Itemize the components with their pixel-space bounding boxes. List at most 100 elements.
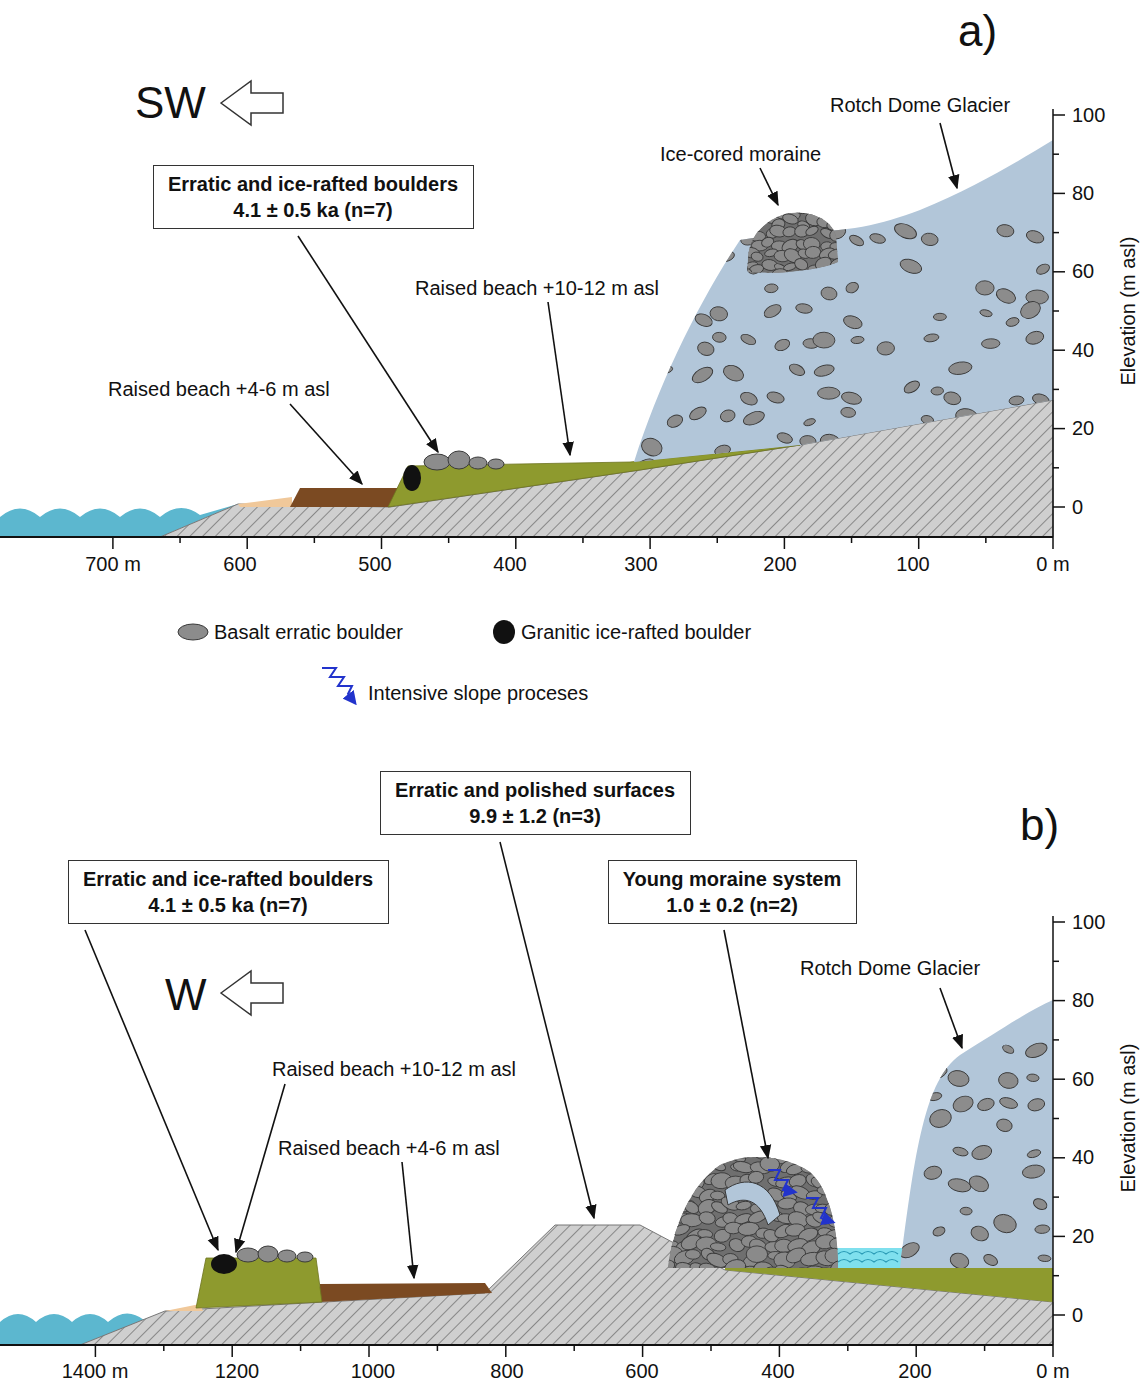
clast bbox=[951, 1093, 976, 1115]
clast bbox=[798, 270, 816, 283]
clast bbox=[991, 1212, 1018, 1236]
clast bbox=[665, 413, 684, 430]
clast bbox=[1019, 454, 1045, 478]
clast bbox=[830, 201, 849, 217]
axis-tick-label: 80 bbox=[1072, 989, 1094, 1012]
feature-label: Ice-cored moraine bbox=[660, 143, 821, 166]
box-age: 1.0 ± 0.2 (n=2) bbox=[621, 892, 844, 918]
axis-tick-label: 1400 m bbox=[62, 1360, 129, 1383]
clast bbox=[749, 271, 765, 284]
clast bbox=[820, 269, 834, 281]
tick bbox=[381, 537, 383, 549]
axis-tick-label: 0 bbox=[1072, 1304, 1083, 1327]
box-age: 9.9 ± 1.2 (n=3) bbox=[393, 803, 678, 829]
tick bbox=[915, 1345, 917, 1357]
clast bbox=[638, 252, 656, 268]
clast bbox=[764, 283, 778, 293]
clast bbox=[840, 407, 856, 419]
clast bbox=[762, 302, 783, 320]
clast bbox=[842, 313, 864, 331]
clast bbox=[813, 255, 833, 272]
tick bbox=[1053, 193, 1065, 195]
clast bbox=[634, 456, 657, 475]
clast bbox=[794, 1268, 811, 1278]
feature-label: Raised beach +4-6 m asl bbox=[108, 378, 330, 401]
clast bbox=[737, 266, 754, 282]
clast bbox=[1031, 392, 1050, 407]
tick bbox=[1053, 310, 1059, 312]
clast bbox=[793, 256, 810, 272]
tick bbox=[710, 1345, 712, 1351]
tick bbox=[246, 537, 248, 549]
clast bbox=[698, 1210, 716, 1225]
clast bbox=[1009, 395, 1025, 406]
clast bbox=[848, 233, 866, 248]
clast bbox=[955, 1039, 973, 1053]
panel-label: W bbox=[165, 970, 207, 1021]
dating-box: Erratic and ice-rafted boulders4.1 ± 0.5… bbox=[153, 165, 474, 229]
tick bbox=[649, 537, 651, 549]
axis-tick-label: 0 m bbox=[1036, 1360, 1069, 1383]
tick bbox=[1053, 153, 1059, 155]
clast bbox=[780, 273, 798, 287]
clast bbox=[637, 334, 652, 345]
clast bbox=[927, 1091, 942, 1101]
clast bbox=[801, 1163, 817, 1173]
tick bbox=[642, 1345, 644, 1357]
axis-tick-label: 400 bbox=[493, 553, 526, 576]
axis-tick-label: 100 bbox=[1072, 911, 1105, 934]
clast bbox=[975, 280, 994, 295]
clast bbox=[658, 1198, 683, 1218]
panel-label: a) bbox=[958, 6, 997, 57]
clast bbox=[736, 1146, 756, 1159]
clast bbox=[698, 1147, 719, 1164]
axis-tick-label: 200 bbox=[898, 1360, 931, 1383]
clast bbox=[762, 273, 777, 284]
clast bbox=[869, 232, 887, 245]
clast bbox=[696, 340, 716, 357]
clast bbox=[749, 204, 765, 214]
clast bbox=[932, 1225, 947, 1237]
clast bbox=[844, 280, 860, 294]
clast bbox=[739, 390, 760, 407]
clast bbox=[712, 332, 726, 343]
tick bbox=[779, 1345, 781, 1357]
axis-line bbox=[1052, 109, 1054, 537]
clast bbox=[722, 1257, 748, 1279]
axis-tick-label: 0 bbox=[1072, 496, 1083, 519]
axis-tick-label: 700 m bbox=[85, 553, 141, 576]
tick bbox=[1053, 1314, 1065, 1316]
clast bbox=[813, 332, 836, 349]
box-age: 4.1 ± 0.5 ka (n=7) bbox=[81, 892, 376, 918]
clast bbox=[772, 268, 789, 280]
clast bbox=[931, 387, 944, 396]
clast bbox=[1001, 1043, 1015, 1055]
clast bbox=[773, 1263, 795, 1281]
clast bbox=[817, 1185, 833, 1196]
clast bbox=[920, 232, 939, 247]
clast bbox=[923, 1164, 943, 1181]
clast bbox=[1027, 1097, 1046, 1113]
clast bbox=[933, 313, 946, 320]
clast bbox=[692, 260, 719, 283]
clast bbox=[899, 438, 915, 450]
tick bbox=[231, 1345, 233, 1357]
clast bbox=[716, 1267, 733, 1280]
clast bbox=[818, 1145, 839, 1162]
clast bbox=[1024, 1040, 1049, 1060]
tick bbox=[717, 537, 719, 543]
clast bbox=[902, 379, 921, 396]
clast bbox=[762, 1266, 781, 1282]
clast bbox=[1024, 329, 1045, 346]
clast bbox=[804, 1265, 827, 1278]
clast bbox=[947, 1069, 971, 1089]
tick bbox=[515, 537, 517, 549]
tick bbox=[1053, 1275, 1059, 1277]
clast bbox=[742, 409, 767, 428]
clast bbox=[773, 337, 791, 352]
dating-box: Erratic and ice-rafted boulders4.1 ± 0.5… bbox=[68, 860, 389, 924]
clast bbox=[675, 1190, 691, 1203]
dating-box: Erratic and polished surfaces9.9 ± 1.2 (… bbox=[380, 771, 691, 835]
axis-tick-label: 40 bbox=[1072, 339, 1094, 362]
clast bbox=[660, 1183, 680, 1199]
